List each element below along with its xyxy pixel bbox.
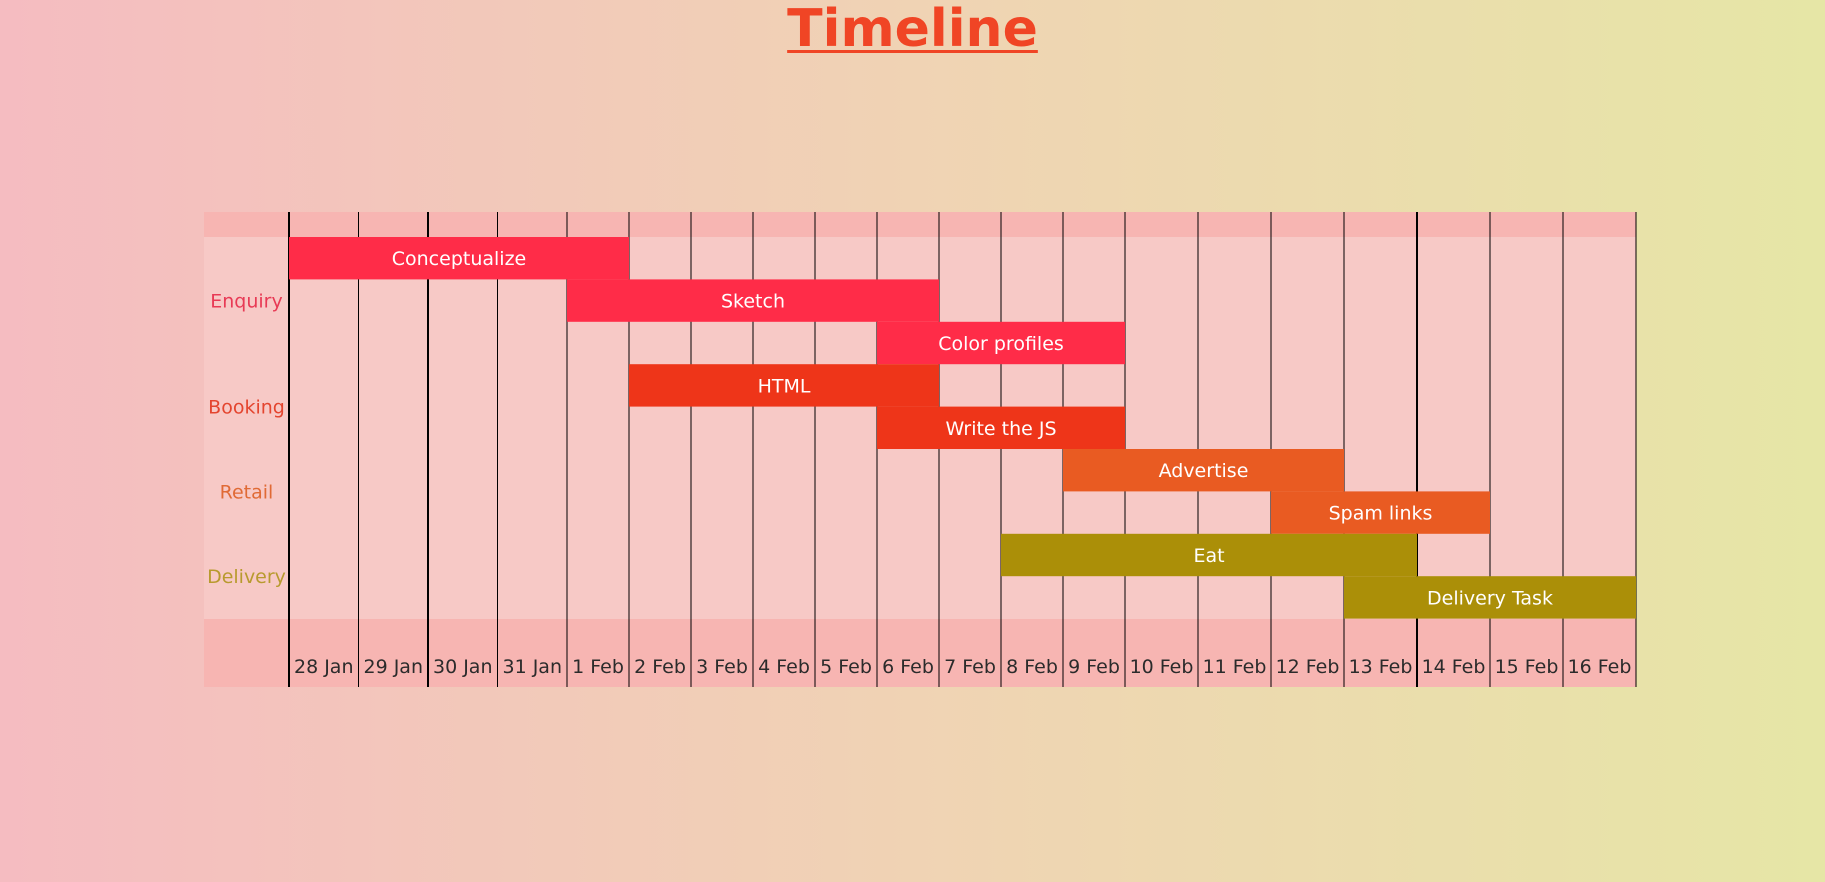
date-label-9-feb: 9 Feb [1068,656,1120,678]
bar-label-html: HTML [758,375,811,397]
chart-footer-band [204,619,1636,687]
date-label-6-feb: 6 Feb [882,656,934,678]
date-label-1-feb: 1 Feb [572,656,624,678]
bar-label-write-the-js: Write the JS [945,418,1056,440]
date-label-30-jan: 30 Jan [433,656,493,678]
date-label-13-feb: 13 Feb [1349,656,1413,678]
bar-label-color-profiles: Color profiles [938,333,1064,355]
date-label-31-jan: 31 Jan [502,656,562,678]
bar-write-the-js [877,406,1125,449]
bar-label-sketch: Sketch [721,291,785,313]
category-label-booking: Booking [208,397,285,419]
bar-conceptualize [289,237,629,280]
date-label-10-feb: 10 Feb [1130,656,1194,678]
category-label-delivery: Delivery [207,566,286,588]
category-label-retail: Retail [220,481,274,503]
date-label-5-feb: 5 Feb [820,656,872,678]
page-title: Timeline [787,0,1038,59]
date-label-7-feb: 7 Feb [944,656,996,678]
category-label-enquiry: Enquiry [210,291,282,313]
bar-label-delivery-task: Delivery Task [1427,587,1553,609]
date-label-15-feb: 15 Feb [1495,656,1559,678]
bar-color-profiles [877,321,1125,365]
bar-spam-links [1271,491,1490,534]
date-label-28-jan: 28 Jan [294,656,354,678]
chart-bars [289,237,1636,619]
date-label-29-jan: 29 Jan [363,656,423,678]
date-label-8-feb: 8 Feb [1006,656,1058,678]
date-label-11-feb: 11 Feb [1203,656,1267,678]
bar-delivery-task [1344,576,1636,619]
bar-html [629,364,939,407]
bar-label-eat: Eat [1193,545,1224,567]
date-label-16-feb: 16 Feb [1568,656,1632,678]
bar-label-conceptualize: Conceptualize [392,248,526,270]
date-label-4-feb: 4 Feb [758,656,810,678]
bar-sketch [567,279,939,322]
date-label-14-feb: 14 Feb [1422,656,1486,678]
date-label-3-feb: 3 Feb [696,656,748,678]
bar-advertise [1063,449,1344,492]
date-label-12-feb: 12 Feb [1276,656,1340,678]
bar-label-spam-links: Spam links [1329,503,1433,525]
date-label-2-feb: 2 Feb [634,656,686,678]
bar-label-advertise: Advertise [1159,460,1249,482]
chart-header-band [204,212,1636,237]
bar-eat [1001,533,1417,577]
